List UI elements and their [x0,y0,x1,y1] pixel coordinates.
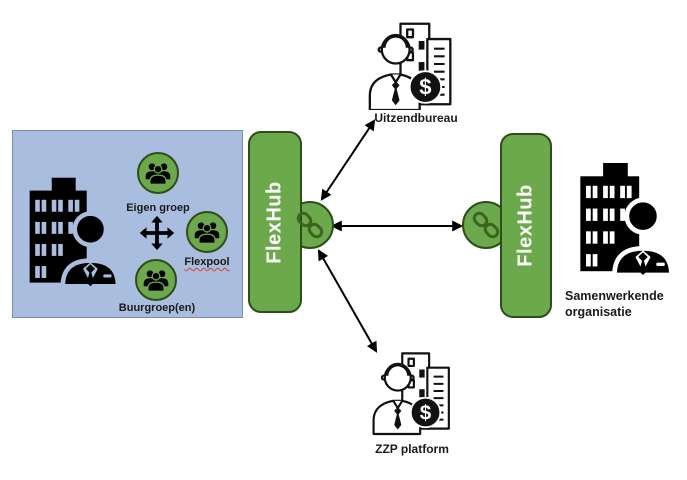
group-icon [143,270,169,292]
uitzendbureau-label: Uitzendbureau [374,111,458,125]
zzp-platform-label: ZZP platform [375,442,449,456]
building-windows [586,185,632,267]
building-windows [35,199,80,278]
eigen-groep-circle [137,152,179,194]
buurgroep-label: Buurgroep(en) [118,302,196,314]
move-arrows-icon [139,215,175,251]
arrow-flexhub-uitzendbureau [320,119,376,201]
samenwerkende-organisatie-icon [580,163,673,275]
flexpool-label: Flexpool [184,256,230,268]
group-icon [194,222,220,244]
flexhub-left-label: FlexHub [263,180,286,264]
flexhub-left: FlexHub [248,131,302,313]
businessman-figure [60,211,118,287]
link-icon [296,211,324,239]
zzp-platform-icon: $ [372,352,450,436]
freelancer-figure [372,362,422,436]
dollar-coin: $ [409,396,442,429]
businessman-figure [612,197,673,275]
link-icon [472,211,500,239]
organisation-building-icon [29,177,118,287]
flexpool-circle [186,211,228,253]
uitzendbureau-icon: $ [368,22,452,110]
eigen-groep-label: Eigen groep [126,202,190,214]
buurgroep-circle [135,259,177,301]
flexhub-right: FlexHub [500,133,552,318]
flexhub-right-label: FlexHub [514,184,537,267]
group-icon [145,163,171,185]
svg-text:$: $ [419,75,431,100]
arrow-flexhub-zzp [317,249,378,353]
svg-text:$: $ [420,402,432,425]
freelancer-figure [368,33,421,110]
samenwerkende-organisatie-label: Samenwerkende organisatie [565,289,664,319]
dollar-coin: $ [408,70,443,104]
